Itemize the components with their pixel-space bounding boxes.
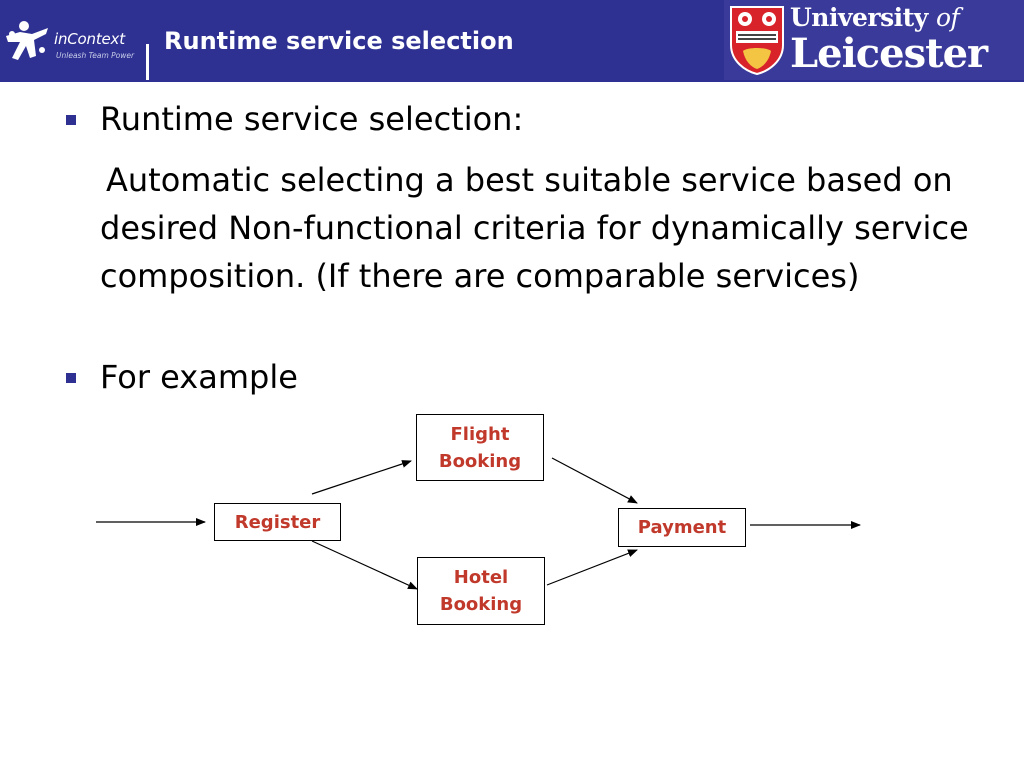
node-flight-line2: Booking — [438, 450, 522, 472]
university-of: of — [935, 3, 960, 32]
university-word: University — [790, 3, 928, 32]
page-title: Runtime service selection — [164, 27, 514, 55]
arrow-register-to-hotel — [311, 540, 418, 590]
node-payment: Payment — [618, 508, 746, 547]
bullet-marker — [66, 115, 76, 125]
university-name-line2: Leicester — [790, 30, 988, 77]
node-hotel-line2: Booking — [439, 594, 523, 615]
node-register: Register — [214, 503, 341, 541]
node-hotel-line1: Hotel — [453, 567, 509, 588]
university-name-line1: University of — [790, 3, 960, 32]
node-flight-line1: Flight — [450, 423, 510, 445]
arrow-register-to-flight — [311, 460, 412, 495]
arrow-flight-to-payment — [551, 457, 638, 504]
brand-tagline: Unleash Team Power — [56, 51, 135, 60]
incontext-logo: inContext Unleash Team Power — [2, 14, 152, 70]
node-register-label: Register — [234, 511, 321, 533]
bullet-runtime-selection: Runtime service selection: — [100, 100, 524, 138]
bullet-marker — [66, 373, 76, 383]
incontext-figure-icon — [6, 21, 48, 60]
brand-name: inContext — [54, 30, 125, 48]
bullet-for-example: For example — [100, 358, 298, 396]
university-logo: University of Leicester — [724, 0, 1024, 80]
node-payment-label: Payment — [637, 517, 727, 538]
description-text: Automatic selecting a best suitable serv… — [100, 161, 969, 295]
header-bar: inContext Unleash Team Power Runtime ser… — [0, 0, 1024, 82]
title-divider — [146, 44, 149, 80]
arrow-hotel-to-payment — [546, 549, 638, 586]
university-crest-icon — [730, 6, 784, 75]
description-paragraph: Automatic selecting a best suitable serv… — [100, 156, 980, 300]
